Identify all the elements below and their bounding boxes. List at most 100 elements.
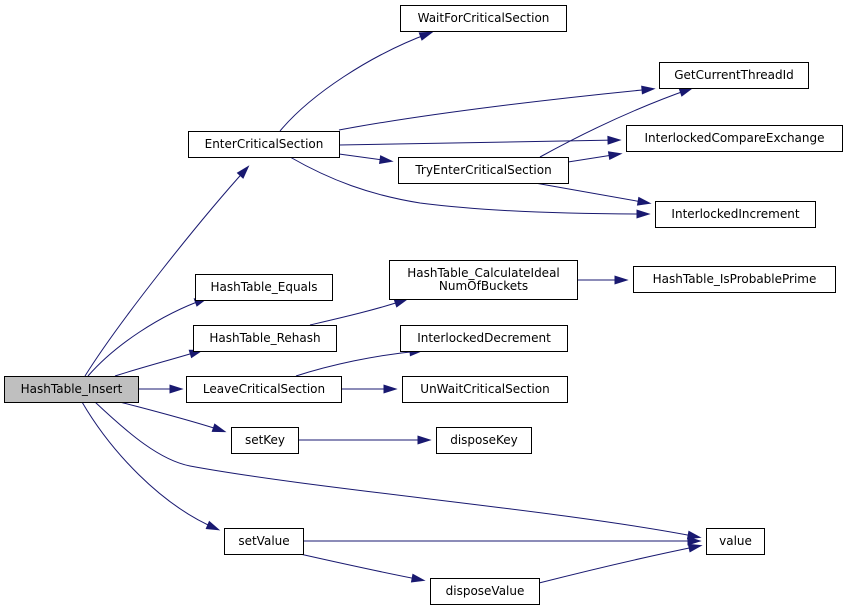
- call-graph-nodes: HashTable_Insert EnterCriticalSection Wait…: [4, 5, 843, 605]
- node-label: disposeKey: [450, 433, 518, 447]
- node-interlockedcompareexchange[interactable]: InterlockedCompareExchange: [626, 125, 843, 152]
- node-label: disposeValue: [446, 584, 525, 598]
- arrowhead-icon: [687, 536, 702, 546]
- node-label: HashTable_Equals: [210, 280, 317, 294]
- node-disposekey[interactable]: disposeKey: [436, 427, 532, 454]
- node-box[interactable]: [436, 427, 532, 454]
- node-box[interactable]: [389, 260, 578, 300]
- node-label: GetCurrentThreadId: [674, 68, 794, 82]
- edge-line: [295, 350, 421, 377]
- node-label: HashTable_Rehash: [209, 331, 320, 345]
- edge-setvalue-to-value: [303, 536, 702, 546]
- edge-line: [539, 88, 691, 158]
- node-label: InterlockedIncrement: [671, 207, 799, 221]
- node-box[interactable]: [400, 5, 567, 32]
- node-hashtable_isprobableprime[interactable]: HashTable_IsProbablePrime: [633, 266, 836, 293]
- node-box[interactable]: [659, 62, 809, 89]
- edge-line: [114, 350, 201, 377]
- arrowhead-icon: [410, 573, 426, 583]
- node-hashtable_insert[interactable]: HashTable_Insert: [4, 376, 139, 403]
- edge-leavecriticalsection-to-unwaitcriticalsection: [341, 384, 398, 394]
- arrowhead-icon: [686, 530, 702, 540]
- edge-line: [81, 401, 218, 530]
- node-tryentercriticalsection[interactable]: TryEnterCriticalSection: [398, 157, 569, 184]
- edge-disposevalue-to-value: [538, 543, 703, 584]
- arrowhead-icon: [379, 155, 394, 165]
- arrowhead-icon: [678, 87, 694, 97]
- edge-line: [94, 401, 699, 538]
- edge-line: [299, 553, 423, 581]
- edge-hashtable_calculateidealnumofbuckets-to-hashtable_isprobableprime: [577, 275, 629, 285]
- node-box[interactable]: [655, 201, 816, 228]
- node-box[interactable]: [626, 125, 843, 152]
- node-label: InterlockedDecrement: [417, 331, 551, 345]
- node-hashtable_rehash[interactable]: HashTable_Rehash: [193, 325, 337, 352]
- node-label: InterlockedCompareExchange: [644, 131, 824, 145]
- arrowhead-icon: [636, 209, 651, 219]
- node-box[interactable]: [224, 528, 304, 555]
- node-box[interactable]: [402, 376, 568, 403]
- arrowhead-icon: [418, 31, 434, 41]
- edge-line: [87, 298, 206, 377]
- arrowhead-icon: [687, 543, 703, 553]
- node-interlockedincrement[interactable]: InterlockedIncrement: [655, 201, 816, 228]
- edge-entercriticalsection-to-tryentercriticalsection: [338, 153, 394, 165]
- edge-entercriticalsection-to-waitforcriticalsection: [279, 31, 434, 132]
- node-box[interactable]: [398, 157, 569, 184]
- node-box[interactable]: [186, 376, 342, 403]
- node-hashtable_equals[interactable]: HashTable_Equals: [195, 274, 333, 301]
- arrowhead-icon: [236, 165, 250, 179]
- edge-line: [289, 156, 648, 215]
- arrowhead-icon: [614, 275, 629, 285]
- node-waitforcriticalsection[interactable]: WaitForCriticalSection: [400, 5, 567, 32]
- edge-line: [309, 299, 406, 326]
- edge-hashtable_rehash-to-hashtable_calculateidealnumofbuckets: [309, 298, 409, 326]
- node-label: WaitForCriticalSection: [418, 11, 550, 25]
- edge-hashtable_insert-to-setvalue: [81, 401, 221, 531]
- edge-hashtable_insert-to-value: [94, 401, 702, 540]
- node-label: UnWaitCriticalSection: [420, 382, 549, 396]
- arrowhead-icon: [393, 298, 409, 308]
- edge-line: [338, 139, 619, 146]
- node-box[interactable]: [706, 528, 765, 555]
- edge-line: [84, 167, 248, 377]
- node-box[interactable]: [188, 131, 340, 158]
- node-label: HashTable_CalculateIdeal: [407, 266, 560, 280]
- node-box[interactable]: [231, 427, 299, 454]
- edge-line: [279, 32, 431, 132]
- node-label: LeaveCriticalSection: [203, 382, 325, 396]
- node-box[interactable]: [400, 325, 568, 352]
- node-label: HashTable_IsProbablePrime: [653, 272, 817, 286]
- node-leavecriticalsection[interactable]: LeaveCriticalSection: [186, 376, 342, 403]
- node-box[interactable]: [195, 274, 333, 301]
- node-interlockeddecrement[interactable]: InterlockedDecrement: [400, 325, 568, 352]
- node-setvalue[interactable]: setValue: [224, 528, 304, 555]
- arrowhead-icon: [636, 196, 652, 206]
- node-disposevalue[interactable]: disposeValue: [430, 578, 540, 605]
- node-setkey[interactable]: setKey: [231, 427, 299, 454]
- node-box[interactable]: [633, 266, 836, 293]
- node-box[interactable]: [4, 376, 139, 403]
- node-entercriticalsection[interactable]: EnterCriticalSection: [188, 131, 340, 158]
- node-label: value: [719, 534, 752, 548]
- edge-entercriticalsection-to-interlockedcompareexchange: [338, 135, 622, 146]
- node-label: setValue: [238, 534, 289, 548]
- node-value[interactable]: value: [706, 528, 765, 555]
- edge-hashtable_insert-to-setkey: [119, 401, 227, 433]
- arrowhead-icon: [205, 520, 221, 531]
- node-getcurrentthreadid[interactable]: GetCurrentThreadId: [659, 62, 809, 89]
- edge-setvalue-to-disposevalue: [299, 553, 426, 583]
- node-box[interactable]: [430, 578, 540, 605]
- node-box[interactable]: [193, 325, 337, 352]
- edge-line: [534, 182, 649, 204]
- edge-tryentercriticalsection-to-interlockedcompareexchange: [567, 151, 623, 163]
- edge-hashtable_insert-to-entercriticalsection: [84, 165, 250, 377]
- call-graph-edges: [81, 31, 703, 584]
- edge-tryentercriticalsection-to-interlockedincrement: [534, 182, 652, 206]
- node-label: EnterCriticalSection: [205, 137, 324, 151]
- edge-entercriticalsection-to-getcurrentthreadid: [338, 85, 656, 131]
- node-unwaitcriticalsection[interactable]: UnWaitCriticalSection: [402, 376, 568, 403]
- edge-hashtable_insert-to-leavecriticalsection: [138, 384, 184, 394]
